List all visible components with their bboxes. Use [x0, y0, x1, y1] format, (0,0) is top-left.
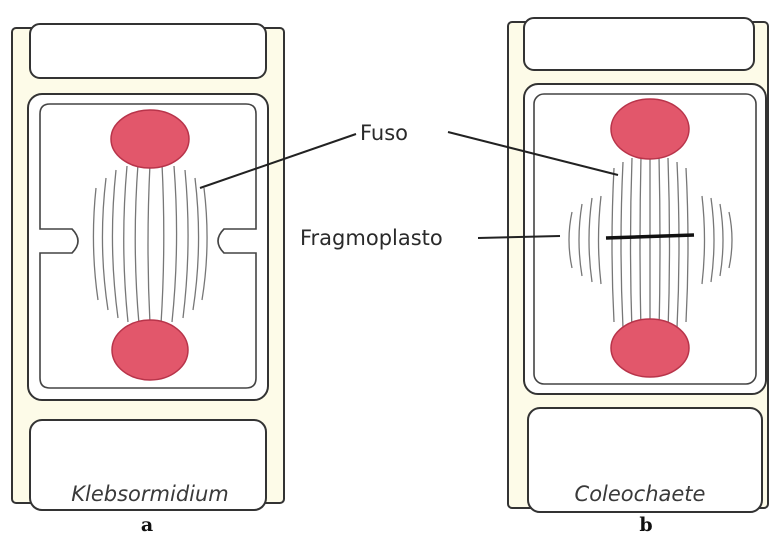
nucleus-b-top	[611, 99, 689, 159]
upper-cell-a	[30, 24, 266, 78]
spindle-label: Fuso	[360, 121, 408, 145]
panel-b: Coleochaete b	[508, 18, 768, 536]
panel-letter-b: b	[639, 514, 652, 536]
nucleus-b-bottom	[611, 319, 689, 377]
nucleus-a-bottom	[112, 320, 188, 380]
panel-letter-a: a	[141, 514, 153, 536]
species-label-a: Klebsormidium	[71, 482, 229, 506]
panel-a: Klebsormidium a	[12, 24, 284, 536]
phragmoplast-label: Fragmoplasto	[300, 226, 443, 250]
upper-cell-b	[524, 18, 754, 70]
species-label-b: Coleochaete	[575, 482, 706, 506]
nucleus-a-top	[111, 110, 189, 168]
